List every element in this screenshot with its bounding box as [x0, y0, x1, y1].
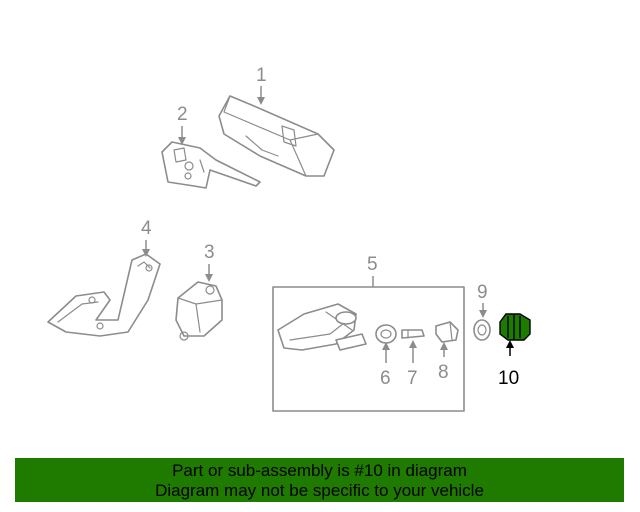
- callout-7: 7: [407, 340, 418, 389]
- part-5-valve-sensor[interactable]: [277, 303, 367, 351]
- part-6-cap[interactable]: [375, 324, 397, 344]
- part-1-module[interactable]: [218, 95, 335, 177]
- callout-10: 10: [498, 340, 519, 389]
- svg-text:3: 3: [204, 242, 215, 263]
- svg-text:10: 10: [498, 368, 519, 389]
- part-4-bracket[interactable]: [47, 253, 161, 337]
- banner-line-1: Part or sub-assembly is #10 in diagram: [172, 461, 467, 480]
- callout-8: 8: [438, 342, 449, 383]
- svg-text:2: 2: [177, 104, 188, 125]
- callout-5: 5: [367, 254, 378, 287]
- part-2-bracket[interactable]: [161, 141, 261, 189]
- svg-text:8: 8: [438, 362, 449, 383]
- part-7-valve-core[interactable]: [401, 329, 425, 339]
- callout-2: 2: [177, 104, 188, 145]
- svg-text:7: 7: [407, 368, 418, 389]
- banner-line-2: Diagram may not be specific to your vehi…: [155, 481, 484, 500]
- callout-1: 1: [256, 65, 267, 105]
- svg-text:1: 1: [256, 65, 267, 86]
- part-8-nut[interactable]: [435, 321, 459, 343]
- part-9-grommet[interactable]: [473, 319, 491, 341]
- svg-text:4: 4: [141, 218, 152, 239]
- callout-4: 4: [141, 218, 152, 257]
- svg-text:9: 9: [477, 282, 488, 303]
- part-3-sensor[interactable]: [175, 281, 223, 341]
- svg-text:5: 5: [367, 254, 378, 275]
- callout-6: 6: [380, 342, 391, 389]
- notice-banner: Part or sub-assembly is #10 in diagram D…: [15, 458, 624, 502]
- part-10-highlighted[interactable]: [499, 313, 531, 341]
- banner-background: [15, 458, 624, 502]
- callout-9: 9: [477, 282, 488, 318]
- callout-3: 3: [204, 242, 215, 282]
- svg-text:6: 6: [380, 368, 391, 389]
